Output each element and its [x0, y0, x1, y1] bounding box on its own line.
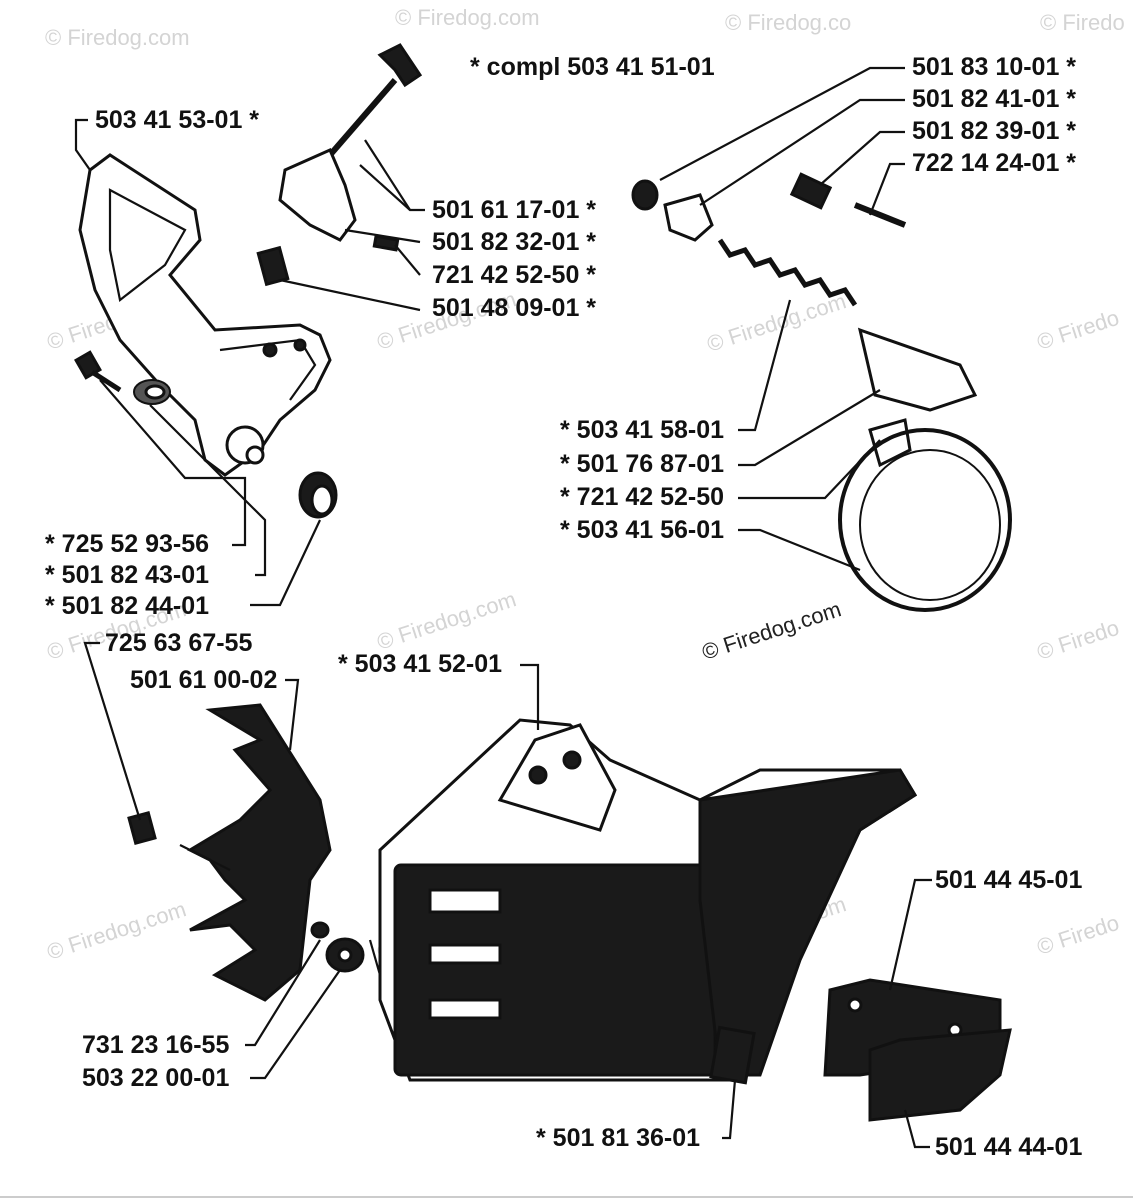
- label-503-22-00-01: 503 22 00-01: [82, 1064, 229, 1092]
- watermark-4: © Firedo: [1040, 10, 1125, 35]
- label-501-82-43-01: * 501 82 43-01: [45, 561, 209, 589]
- label-501-83-10-01: 501 83 10-01 *: [912, 53, 1076, 81]
- label-501-82-39-01: 501 82 39-01 *: [912, 117, 1076, 145]
- leader-lines: [74, 66, 932, 1149]
- bumper-plate-501-44-44-01: [868, 1028, 1012, 1122]
- label-503-41-52-01: * 503 41 52-01: [338, 650, 502, 678]
- spring-part: [717, 238, 858, 307]
- label-721-42-52-50-a: 721 42 52-50 *: [432, 261, 596, 289]
- label-501-82-41-01: 501 82 41-01 *: [912, 85, 1076, 113]
- label-501-44-45-01: 501 44 45-01: [935, 866, 1082, 894]
- screw-725-63-67-55: [127, 811, 157, 845]
- nut-503-22-00-01: [325, 937, 365, 973]
- clutch-cover-503-41-52-01: [378, 718, 918, 1082]
- watermark-10: © Firedog.com: [374, 586, 519, 654]
- label-501-48-09-01: 501 48 09-01 *: [432, 294, 596, 322]
- lever-assembly: [256, 43, 423, 287]
- watermark-3: © Firedog.co: [725, 10, 851, 35]
- spike-bar-501-61-00-02: [186, 703, 332, 1002]
- label-722-14-24-01: 722 14 24-01 *: [912, 149, 1076, 177]
- knob-501-82-44-01: [298, 471, 338, 519]
- watermark-1: © Firedog.com: [45, 25, 190, 50]
- label-503-41-58-01: * 503 41 58-01: [560, 416, 724, 444]
- label-503-41-53-01: 503 41 53-01 *: [95, 106, 259, 134]
- washer-731-23-16-55: [310, 921, 330, 939]
- hand-guard-part: [78, 153, 332, 477]
- label-501-76-87-01: * 501 76 87-01: [560, 450, 724, 478]
- watermark-8: © Firedo: [1034, 305, 1122, 355]
- brake-band-assembly: [631, 172, 1012, 612]
- watermark-15: © Firedo: [1034, 910, 1122, 960]
- screw-725-52-93-56: [74, 350, 122, 393]
- label-501-44-44-01: 501 44 44-01: [935, 1133, 1082, 1161]
- label-725-52-93-56: * 725 52 93-56: [45, 530, 209, 558]
- part-501-81-36-01: [709, 1025, 756, 1085]
- label-501-61-00-02: 501 61 00-02: [130, 666, 277, 694]
- watermark-dark: © Firedog.com: [699, 596, 844, 664]
- watermark-2: © Firedog.com: [395, 5, 540, 30]
- watermark-11: © Firedo: [1034, 615, 1122, 665]
- label-501-81-36-01: * 501 81 36-01: [536, 1124, 700, 1152]
- part-labels: * compl 503 41 51-01 503 41 53-01 * 501 …: [45, 53, 1082, 1161]
- watermark-12: © Firedog.com: [44, 896, 189, 964]
- label-503-41-56-01: * 503 41 56-01: [560, 516, 724, 544]
- label-731-23-16-55: 731 23 16-55: [82, 1031, 229, 1059]
- label-501-82-32-01: 501 82 32-01 *: [432, 228, 596, 256]
- label-721-42-52-50-b: * 721 42 52-50: [560, 483, 724, 511]
- label-compl-503-41-51-01: * compl 503 41 51-01: [470, 53, 715, 81]
- washer-501-82-43-01: [133, 379, 171, 405]
- label-501-82-44-01: * 501 82 44-01: [45, 592, 209, 620]
- label-501-61-17-01: 501 61 17-01 *: [432, 196, 596, 224]
- label-725-63-67-55: 725 63 67-55: [105, 629, 252, 657]
